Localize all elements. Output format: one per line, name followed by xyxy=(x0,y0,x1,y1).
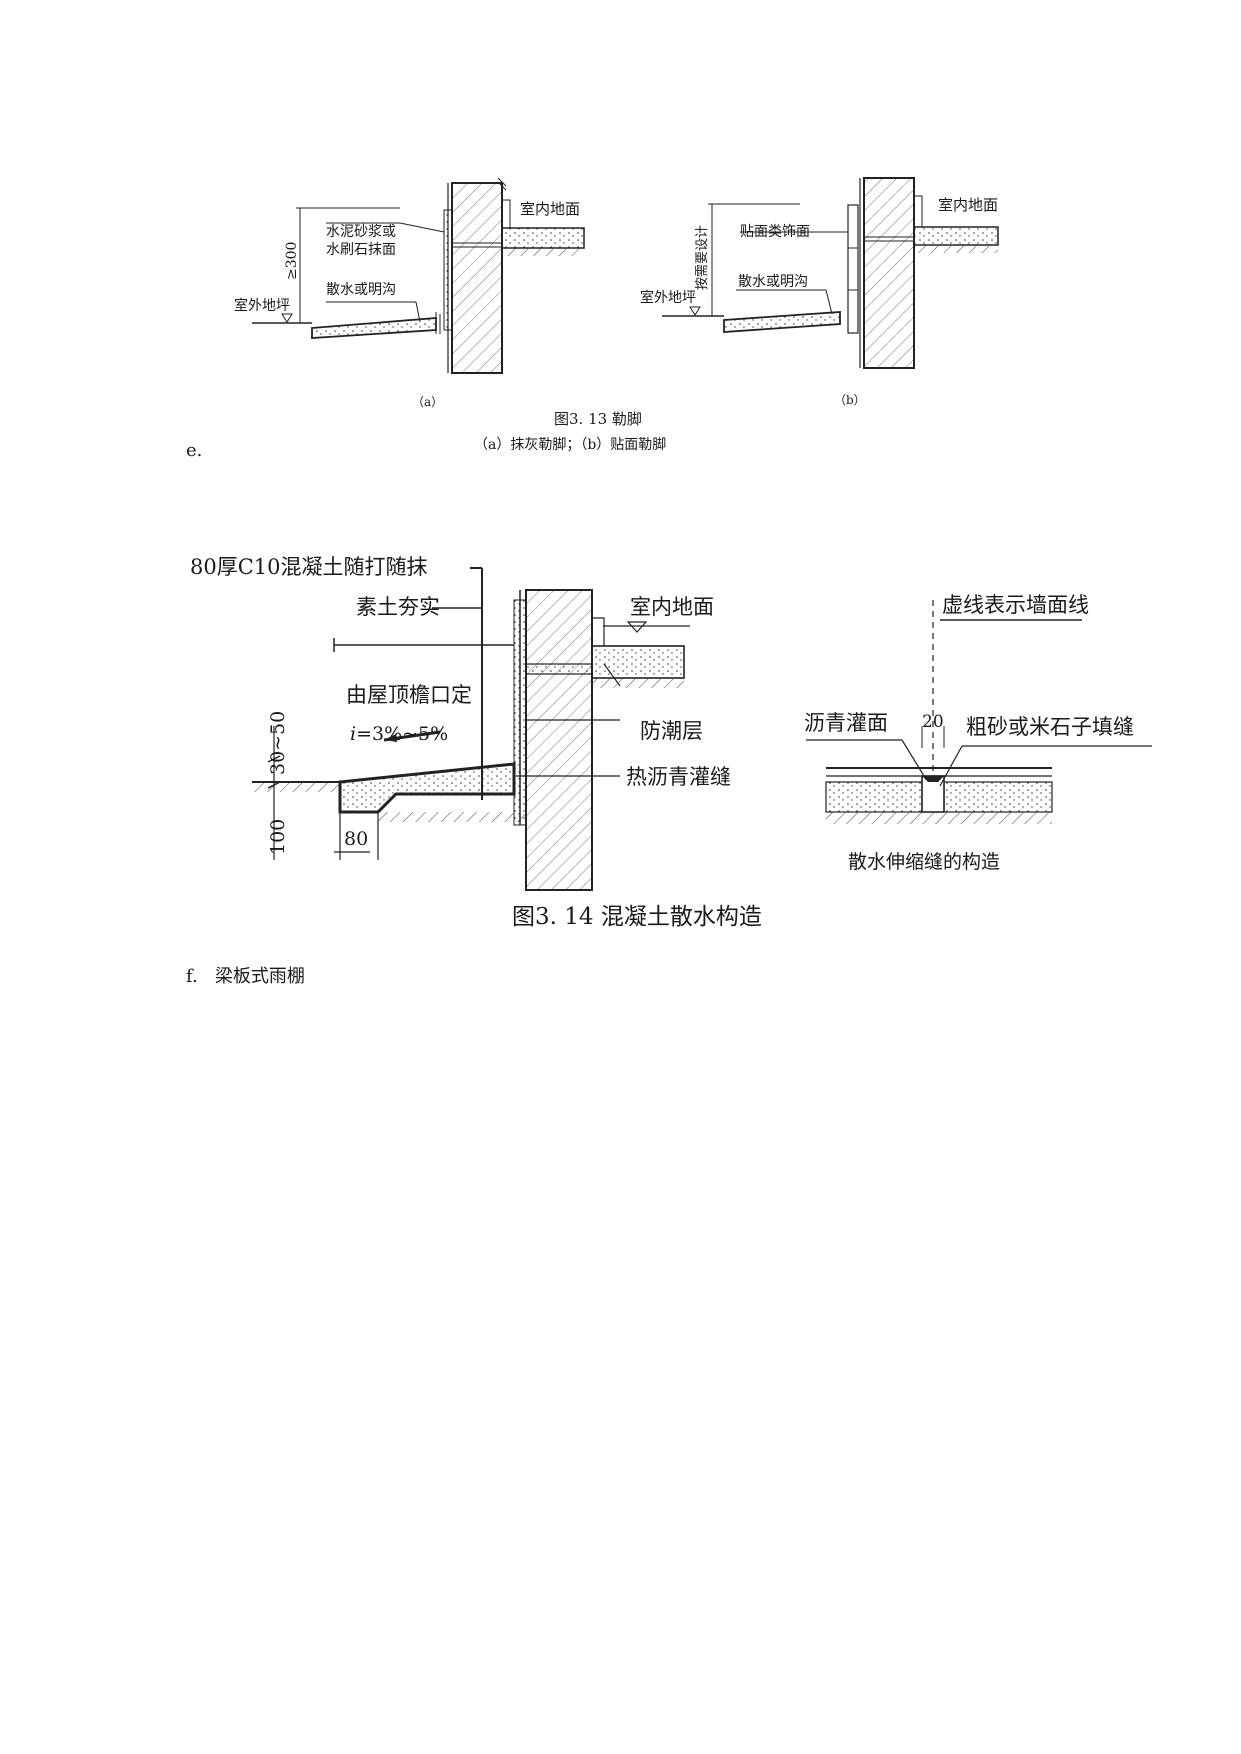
dim-80: 80 xyxy=(344,828,368,850)
figure-3-13-subtitle: （a）抹灰勒脚；（b）贴面勒脚 xyxy=(474,437,666,453)
slope-rest: =3%~5% xyxy=(356,723,448,745)
panel-b-drawing xyxy=(662,177,999,369)
figure-3-14: 80厚C10混凝土随打随抹 素土夯实 室内地面 由屋顶檐口定 i=3%~5% 防… xyxy=(190,555,1152,930)
slope-note: i=3%~5% xyxy=(350,723,448,745)
width-note: 由屋顶檐口定 xyxy=(346,683,472,707)
item-e: e. xyxy=(186,440,203,461)
filler-note: 粗砂或米石子填缝 xyxy=(966,715,1134,739)
asphalt-joint: 热沥青灌缝 xyxy=(626,765,731,789)
a-apron: 散水或明沟 xyxy=(326,282,396,298)
apron-main-drawing xyxy=(252,567,690,891)
a-panel-label: （a） xyxy=(412,395,443,409)
b-height-dim: 按需要设计 xyxy=(695,225,710,290)
a-plaster-line2: 水刷石抹面 xyxy=(326,242,396,258)
slope-i: i xyxy=(350,723,356,745)
b-panel-label: （b） xyxy=(834,393,866,407)
dim-100: 100 xyxy=(267,819,289,855)
a-height-dim: ≥300 xyxy=(284,242,300,280)
figure-3-14-title: 图3. 14 混凝土散水构造 xyxy=(512,904,762,930)
layer-concrete: 80厚C10混凝土随打随抹 xyxy=(190,555,428,579)
layer-soil: 素土夯实 xyxy=(356,595,440,619)
a-indoor-floor: 室内地面 xyxy=(520,200,580,218)
expansion-joint-drawing xyxy=(806,600,1152,824)
b-veneer: 贴面类饰面 xyxy=(740,224,810,240)
b-outdoor-ground: 室外地坪 xyxy=(640,289,696,306)
asphalt-top: 沥青灌面 xyxy=(804,711,888,735)
figure-3-13: 室内地面 水泥砂浆或 水刷石抹面 ≥300 散水或明沟 室外地坪 （a） xyxy=(234,177,999,453)
damp-course: 防潮层 xyxy=(640,719,703,743)
a-outdoor-ground: 室外地坪 xyxy=(234,297,290,314)
b-apron: 散水或明沟 xyxy=(738,274,808,290)
dim-20: 20 xyxy=(922,712,944,732)
item-f: f. 梁板式雨棚 xyxy=(186,966,305,987)
dim-30-50: 30~50 xyxy=(267,711,289,775)
panel-a-drawing xyxy=(252,177,585,374)
dashed-wall-note: 虚线表示墙面线 xyxy=(942,593,1089,617)
figure-3-13-title: 图3. 13 勒脚 xyxy=(554,410,642,428)
b-indoor-floor: 室内地面 xyxy=(938,196,998,214)
joint-caption: 散水伸缩缝的构造 xyxy=(848,851,1000,873)
a-plaster-line1: 水泥砂浆或 xyxy=(326,224,396,240)
main-indoor-floor: 室内地面 xyxy=(630,595,714,619)
